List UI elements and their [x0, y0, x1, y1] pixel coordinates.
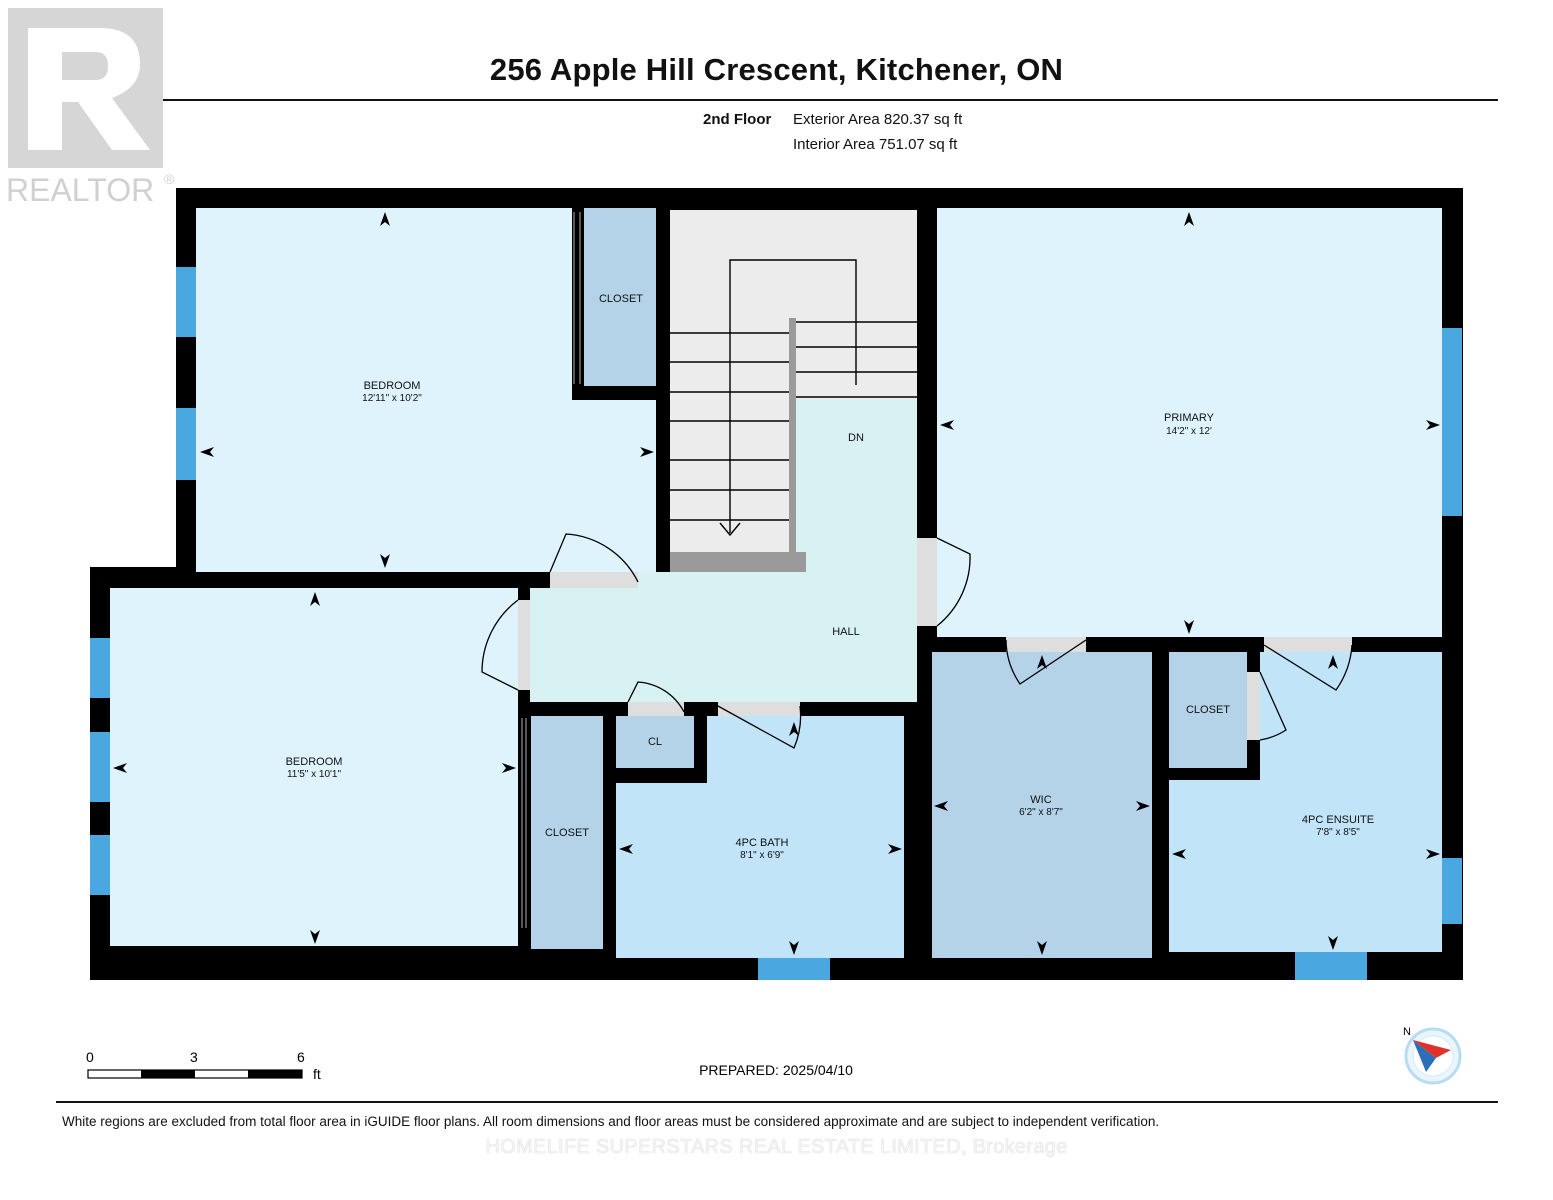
svg-text:®: ® [164, 171, 175, 187]
bedroom-2-room [110, 588, 518, 946]
scale-tick-0: 0 [86, 1049, 94, 1065]
scale-unit: ft [313, 1066, 321, 1082]
interior-area: Interior Area 751.07 sq ft [793, 136, 958, 153]
floor-label: 2nd Floor [703, 111, 772, 128]
cl-room [616, 716, 694, 768]
doors [481, 212, 1353, 928]
room-labels: BEDROOM 12'11" x 10'2" CLOSET DN PRIMARY… [286, 293, 1374, 861]
wic-dims: 6'2" x 8'7" [1019, 807, 1063, 818]
primary-dims: 14'2" x 12' [1166, 426, 1212, 437]
closet-3-room [1169, 652, 1247, 768]
compass-label: N [1403, 1026, 1411, 1038]
bath-dims: 8'1" x 6'9" [740, 850, 784, 861]
closet-3-name: CLOSET [1186, 704, 1230, 716]
ensuite-name: 4PC ENSUITE [1302, 814, 1374, 826]
cl-name: CL [648, 736, 662, 748]
closet-2-room [531, 716, 603, 949]
bedroom-2-dims: 11'5" x 10'1" [287, 769, 342, 780]
bedroom-1-name: BEDROOM [364, 380, 421, 392]
scale-bar: 0 3 6 ft [86, 1049, 321, 1082]
wic-room [932, 652, 1152, 958]
windows [90, 267, 1462, 980]
page-title: 256 Apple Hill Crescent, Kitchener, ON [489, 52, 1064, 87]
stairs-label: DN [848, 432, 864, 444]
realtor-logo: REALTOR ® [6, 8, 175, 208]
closet-1-room [584, 208, 656, 386]
ensuite-room [1169, 652, 1442, 952]
bedroom-1-dims: 12'11" x 10'2" [362, 393, 422, 404]
footer-divider [56, 1101, 1498, 1103]
compass-icon: N [1403, 1026, 1462, 1085]
staircase [670, 259, 917, 572]
hall-name: HALL [832, 626, 860, 638]
dimension-arrows [113, 212, 1440, 955]
hall-room [530, 400, 917, 702]
bedroom-2-name: BEDROOM [286, 756, 343, 768]
wic-name: WIC [1030, 794, 1051, 806]
title-divider [56, 99, 1498, 101]
prepared-date: PREPARED: 2025/04/10 [699, 1062, 853, 1078]
rooms [110, 208, 1442, 958]
closet-1-name: CLOSET [599, 293, 643, 305]
closet-2-name: CLOSET [545, 827, 589, 839]
realtor-logo-text: REALTOR [6, 172, 154, 208]
scale-tick-3: 3 [190, 1049, 198, 1065]
bath-name: 4PC BATH [736, 837, 789, 849]
ensuite-dims: 7'8" x 8'5" [1316, 827, 1360, 838]
primary-name: PRIMARY [1164, 412, 1215, 424]
bath-room [616, 716, 904, 958]
disclaimer: White regions are excluded from total fl… [62, 1114, 1160, 1129]
exterior-area: Exterior Area 820.37 sq ft [793, 111, 963, 128]
primary-room [937, 208, 1442, 637]
scale-tick-6: 6 [297, 1049, 305, 1065]
brokerage-watermark: HOMELIFE SUPERSTARS REAL ESTATE LIMITED,… [485, 1136, 1068, 1158]
